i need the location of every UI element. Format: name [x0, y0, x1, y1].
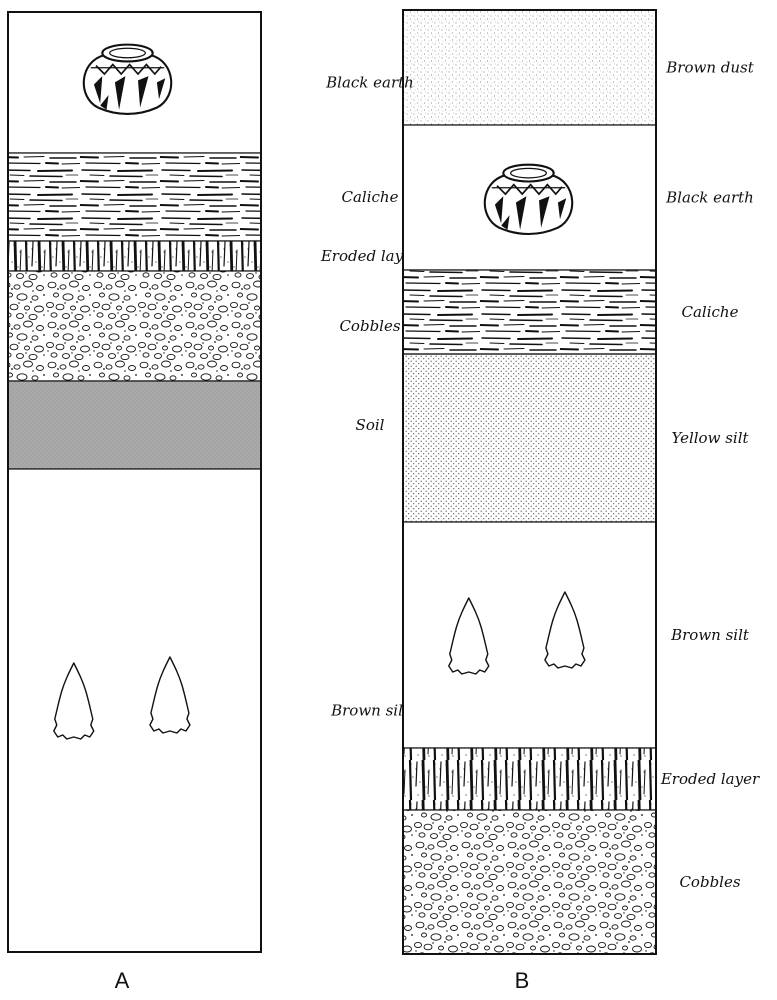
layer-cobbles: Cobbles: [7, 270, 401, 382]
layer-fill: [402, 9, 657, 126]
layer-label: Eroded layer: [660, 770, 760, 788]
layer-black-earth: Black earth: [402, 124, 754, 271]
layer-label: Cobbles: [339, 317, 400, 335]
layer-fill: [402, 353, 657, 523]
layer-brown-dust: Brown dust: [402, 9, 755, 126]
layer-label: Soil: [356, 416, 385, 434]
layer-black-earth: Black earth: [7, 11, 414, 154]
layer-label: Caliche: [342, 188, 399, 206]
layer-label: Cobbles: [679, 873, 740, 891]
projectile-point-icon: [149, 656, 191, 734]
layer-fill: [7, 152, 262, 242]
column-frame: [7, 11, 262, 953]
layer-fill: [402, 747, 657, 811]
layer-fill: [7, 270, 262, 382]
layer-label: Black earth: [325, 74, 414, 92]
pottery-jar-icon: [483, 163, 574, 236]
layer-eroded-layer: Eroded layer: [402, 747, 760, 811]
projectile-point-icon: [544, 591, 586, 669]
column-letter: B: [515, 968, 530, 993]
layer-cobbles: Cobbles: [402, 809, 741, 955]
layer-caliche: Caliche: [7, 152, 399, 242]
layer-brown-silt: Brown silt: [402, 521, 750, 749]
column-frame: [402, 9, 657, 955]
layer-label: Caliche: [682, 303, 739, 321]
projectile-point-icon: [448, 597, 490, 675]
layer-fill: [7, 380, 262, 470]
layer-fill: [7, 240, 262, 272]
layer-label: Brown dust: [665, 59, 754, 77]
projectile-point-icon: [53, 662, 95, 740]
layer-fill: [402, 521, 657, 749]
layer-fill: [402, 269, 657, 355]
layer-soil: Soil: [7, 380, 385, 470]
layer-label: Black earth: [665, 189, 754, 207]
layer-brown-silt: Brown silt: [7, 468, 410, 953]
layer-label: Eroded layer: [320, 247, 420, 265]
layer-label: Yellow silt: [671, 429, 749, 447]
layer-caliche: Caliche: [402, 269, 739, 355]
layer-fill: [402, 809, 657, 955]
layer-fill: [7, 468, 262, 953]
column-letter: A: [115, 968, 130, 993]
pottery-jar-icon: [82, 43, 173, 115]
layer-eroded-layer: Eroded layer: [7, 240, 420, 272]
layer-label: Brown silt: [330, 702, 410, 720]
layer-label: Brown silt: [670, 626, 750, 644]
layer-yellow-silt: Yellow silt: [402, 353, 749, 523]
